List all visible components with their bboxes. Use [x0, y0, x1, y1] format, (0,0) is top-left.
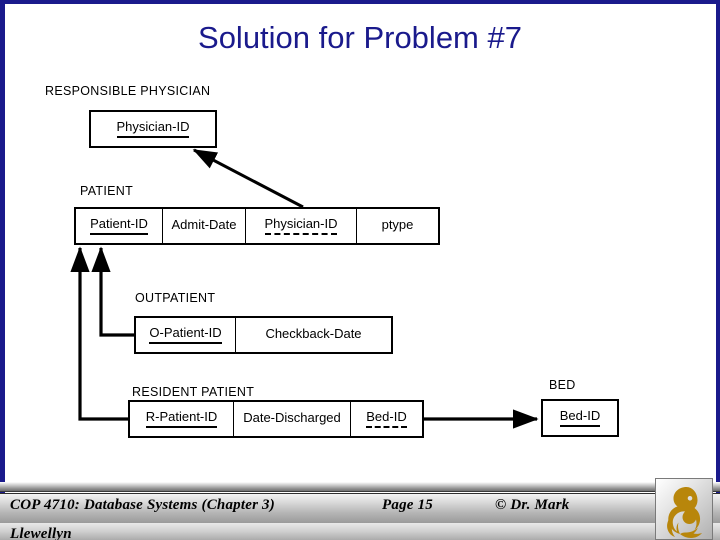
entity-label-resident-patient: RESIDENT PATIENT: [132, 385, 255, 399]
attr-patient-id: Patient-ID: [90, 217, 148, 235]
page-title: Solution for Problem #7: [198, 20, 522, 55]
cell-admit-date[interactable]: Admit-Date: [163, 209, 246, 243]
cell-bed-id[interactable]: Bed-ID: [543, 401, 617, 435]
entity-label-outpatient: OUTPATIENT: [135, 291, 216, 305]
attr-bed-id: Bed-ID: [559, 409, 601, 427]
slide-footer: COP 4710: Database Systems (Chapter 3) P…: [0, 482, 720, 540]
cell-physician-id[interactable]: Physician-ID: [91, 112, 215, 146]
cell-date-discharged[interactable]: Date-Discharged: [234, 402, 351, 436]
cell-patient-physician-id[interactable]: Physician-ID: [246, 209, 357, 243]
footer-divider-top: [0, 482, 720, 492]
entity-label-bed: BED: [549, 378, 576, 392]
footer-page-number: Page 15: [382, 497, 433, 513]
attr-admit-date: Admit-Date: [171, 217, 237, 233]
entity-label-responsible-physician: RESPONSIBLE PHYSICIAN: [45, 84, 211, 98]
cell-resident-bed-id[interactable]: Bed-ID: [351, 402, 422, 436]
footer-band-secondary: [0, 523, 720, 540]
entity-label-patient: PATIENT: [80, 184, 134, 198]
attr-physician-id: Physician-ID: [116, 120, 190, 138]
ucf-pegasus-logo-icon: [667, 487, 702, 538]
attr-ptype: ptype: [381, 217, 414, 233]
attr-o-patient-id: O-Patient-ID: [149, 326, 222, 344]
attr-r-patient-id: R-Patient-ID: [145, 410, 218, 428]
relation-responsible-physician[interactable]: Physician-ID: [89, 110, 217, 148]
relation-resident-patient[interactable]: R-Patient-ID Date-Discharged Bed-ID: [128, 400, 424, 438]
ref-outpatient-to-patient: [91, 246, 134, 337]
cell-r-patient-id[interactable]: R-Patient-ID: [130, 402, 234, 436]
relation-bed[interactable]: Bed-ID: [541, 399, 619, 437]
footer-author-label-line2: Llewellyn: [10, 526, 72, 540]
cell-ptype[interactable]: ptype: [357, 209, 438, 243]
footer-course-label: COP 4710: Database Systems (Chapter 3): [10, 497, 275, 513]
attr-patient-physician-id: Physician-ID: [264, 217, 338, 235]
ref-resident-patient-to-patient: [70, 246, 128, 421]
cell-checkback-date[interactable]: Checkback-Date: [236, 318, 391, 352]
cell-o-patient-id[interactable]: O-Patient-ID: [136, 318, 236, 352]
footer-author-label: © Dr. Mark: [495, 497, 570, 513]
attr-checkback-date: Checkback-Date: [265, 326, 362, 342]
attr-date-discharged: Date-Discharged: [243, 410, 341, 426]
cell-patient-id[interactable]: Patient-ID: [76, 209, 163, 243]
attr-resident-bed-id: Bed-ID: [366, 410, 407, 428]
relation-outpatient[interactable]: O-Patient-ID Checkback-Date: [134, 316, 393, 354]
ucf-pegasus-logo-container: [655, 478, 713, 540]
relation-patient[interactable]: Patient-ID Admit-Date Physician-ID ptype: [74, 207, 440, 245]
ref-patient-physician-to-responsible-physician: [192, 148, 304, 209]
